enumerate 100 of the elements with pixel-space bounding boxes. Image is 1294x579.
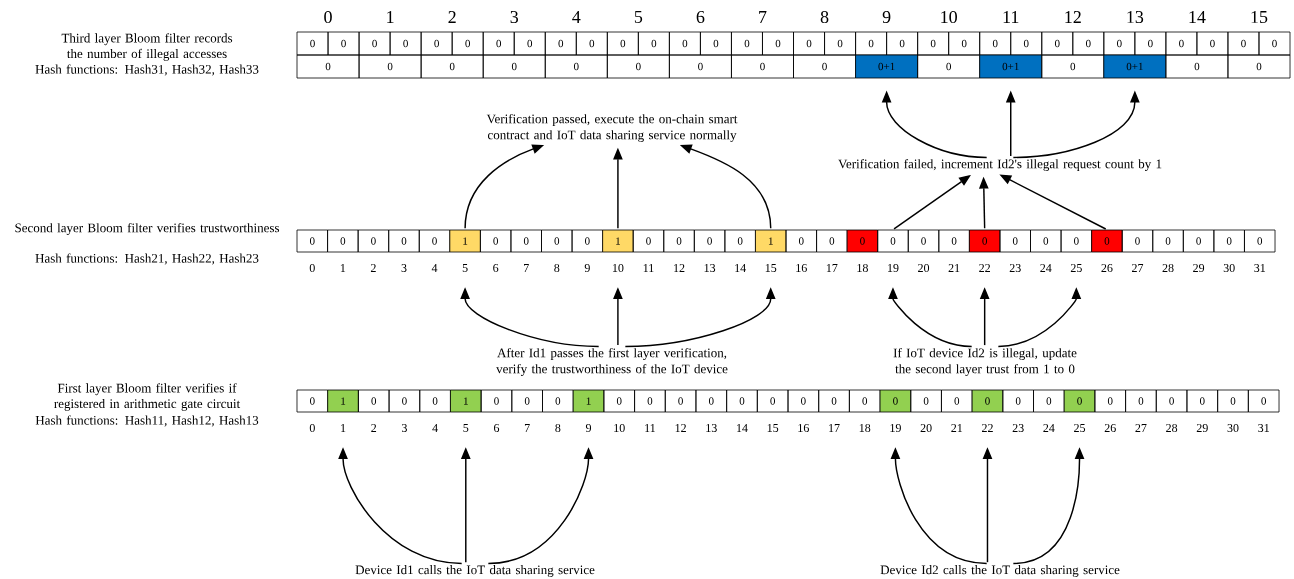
index-number: 20 [920,423,932,433]
index-number: 15 [767,424,779,433]
bit-cell: 0 [1217,389,1249,413]
bit-cell: 0 [999,229,1031,253]
index-number: 1 [387,11,394,23]
hash-functions-text: Hash functions: Hash21, Hash22, Hash23 [35,253,259,265]
index-number: 21 [948,264,960,272]
bit-cell: 0 [917,31,950,56]
bit-cell: 0 [482,54,546,79]
bit-cell: 0 [541,229,573,253]
bit-cell: 0 [480,389,513,413]
bit-cell: 0 [1041,31,1074,56]
bit-cell: 0 [1072,31,1105,56]
bit-cell: 0 [1155,389,1188,413]
bit-cell: 0 [606,31,639,56]
index-number: 19 [890,423,901,433]
index-number: 15 [1251,11,1268,23]
index-number: 0 [309,423,315,433]
bit-cell: 0 [544,54,608,79]
index-number: 8 [555,423,561,433]
index-number: 5 [463,424,469,432]
bit-cell: 0 [824,31,856,56]
bit-cell: 0 [420,31,453,56]
bit-cell: 0 [879,389,912,413]
index-number: 10 [614,423,625,433]
bit-cell: 0 [358,54,422,79]
index-number: 23 [1009,263,1021,273]
index-number: 9 [585,423,592,433]
bit-cell: 0 [511,389,543,413]
bit-cell: 1 [327,389,359,413]
bit-cell: 0 [327,229,359,253]
index-number: 14 [1189,11,1206,23]
bit-cell: 0 [693,229,726,253]
index-number: 22 [982,424,993,432]
bit-cell: 1 [572,389,605,413]
bit-cell: 0 [389,31,422,56]
index-number: 8 [554,263,560,273]
index-number: 1 [340,264,346,272]
index-number: 28 [1166,423,1178,433]
index-number: 7 [524,264,529,272]
index-number: 5 [634,11,643,23]
index-number: 26 [1104,423,1116,433]
index-number: 14 [735,264,746,272]
index-number: 30 [1227,423,1239,433]
bit-cell: 0 [785,229,817,253]
annotation-text: If IoT device Id2 is illegal, update the second layer trust from 1 to 0 [893,348,1077,376]
bit-cell: 0 [357,229,390,253]
index-number: 4 [431,264,438,272]
bit-cell: 0 [669,54,732,79]
bit-cell: 0 [603,389,635,413]
bit-cell: 0 [948,31,981,56]
index-number: 5 [462,264,468,272]
index-number: 16 [798,423,809,433]
bit-cell: 0 [1121,229,1154,253]
bit-cell: 0 [1152,229,1184,253]
index-number: 1 [341,424,346,432]
bit-cell: 0+1 [1103,54,1167,79]
index-number: 13 [1127,10,1144,24]
bit-cell: 0 [482,31,515,56]
index-number: 18 [859,423,871,433]
bit-cell: 0 [1125,389,1157,413]
index-number: 26 [1101,263,1113,273]
index-number: 27 [1132,264,1144,272]
index-number: 20 [918,263,930,273]
bit-cell: 0 [637,31,670,56]
index-number: 17 [826,264,838,272]
bit-cell: 0 [1244,229,1276,253]
index-number: 10 [612,263,624,273]
index-number: 24 [1043,424,1055,432]
bit-cell: 0 [358,389,390,413]
index-number: 27 [1135,424,1147,432]
bit-cell: 0 [700,31,732,56]
index-number: 3 [402,423,407,433]
bit-cell: 0 [1165,31,1198,56]
bit-cell: 0 [971,389,1004,413]
bit-cell: 0 [575,31,608,56]
index-number: 0 [309,263,315,273]
index-number: 24 [1040,264,1052,272]
bit-cell: 1 [450,389,482,413]
bit-cell: 0 [664,389,697,413]
index-number: 17 [829,424,840,432]
hash-functions-text: Hash functions: Hash11, Hash12, Hash13 [35,415,259,427]
index-number: 31 [1254,263,1266,273]
index-number: 23 [1012,423,1024,433]
index-number: 22 [979,264,990,272]
index-number: 2 [370,264,376,272]
index-number: 2 [371,424,377,432]
bit-cell: 0 [846,229,879,253]
annotation-text: Verification passed, execute the on-chain smart contract and IoT data sharing service normally [486,114,738,142]
index-number: 12 [674,264,685,272]
bit-cell: 0 [969,229,1001,253]
index-number: 8 [820,10,829,24]
annotation-text: Device Id1 calls the IoT data sharing service [355,565,595,577]
annotation-text: Verification failed, increment Id2's illegal request count by 1 [838,159,1162,171]
index-number: 15 [765,264,777,273]
index-number: 30 [1223,263,1235,273]
index-number: 10 [941,10,957,24]
bit-cell: 0 [793,31,825,56]
index-number: 18 [857,263,868,273]
index-number: 3 [401,263,407,273]
